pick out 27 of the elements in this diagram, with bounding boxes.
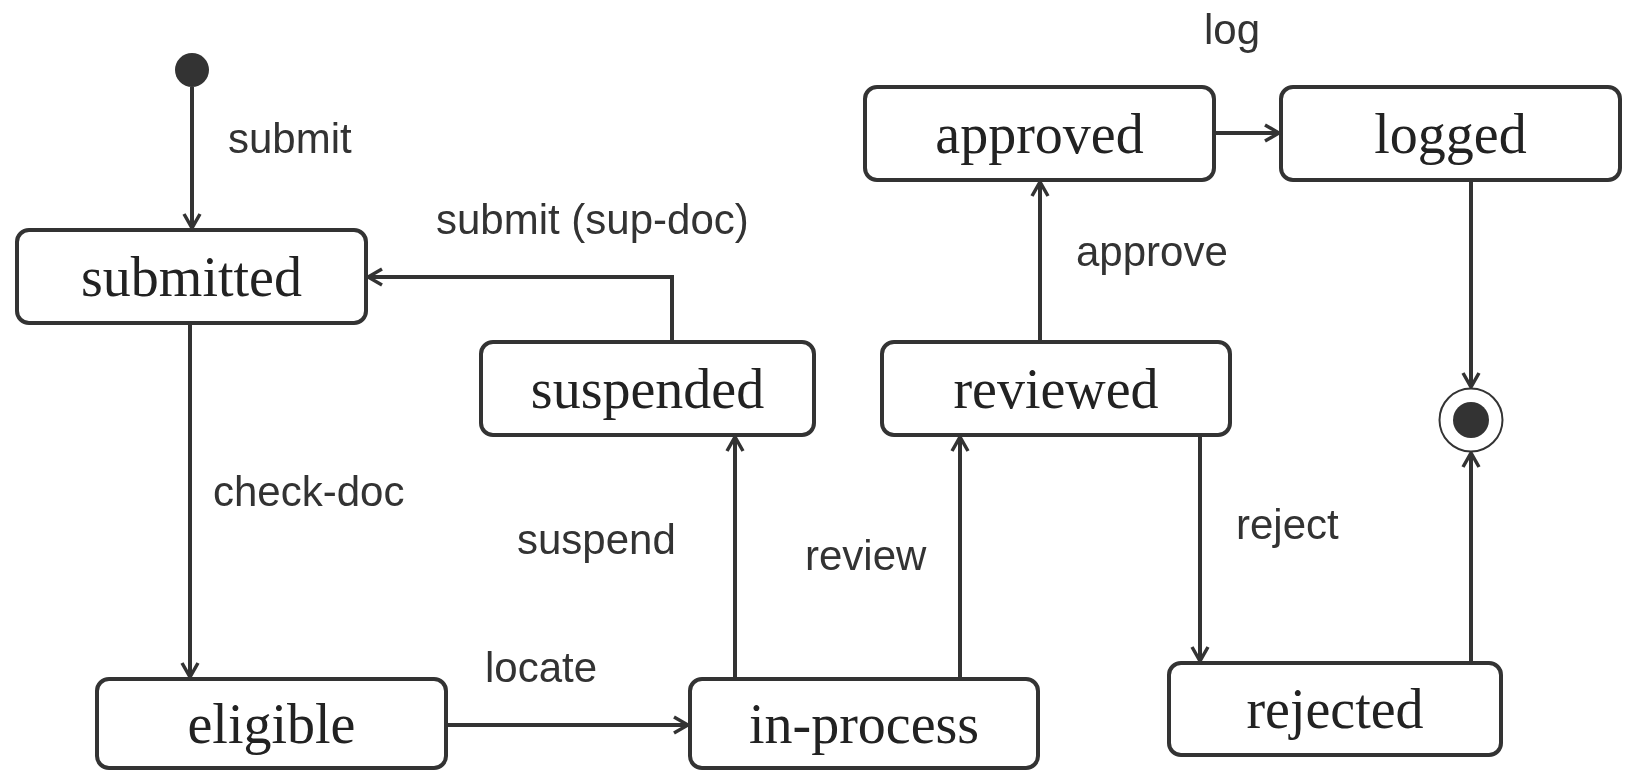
state-name: logged xyxy=(1374,101,1527,166)
state-name: suspended xyxy=(530,356,765,421)
state-box xyxy=(1167,661,1503,757)
state-box xyxy=(95,677,448,770)
state-box xyxy=(479,340,816,437)
state-name: eligible xyxy=(187,691,356,756)
transition-arrow xyxy=(1030,180,1050,340)
state-box xyxy=(880,340,1232,437)
transition-arrow xyxy=(448,715,690,735)
transition-arrow xyxy=(182,87,202,230)
state-box xyxy=(15,228,368,325)
state-box xyxy=(863,85,1216,182)
transition-arrow xyxy=(1461,451,1481,661)
transition-arrow xyxy=(725,435,745,677)
state-box xyxy=(1279,85,1622,182)
transition-arrow xyxy=(1190,437,1210,663)
state-name: submitted xyxy=(81,244,302,309)
transition-arrow xyxy=(1461,182,1481,389)
state-box xyxy=(688,677,1040,770)
state-name: approved xyxy=(935,101,1144,166)
transition-arrow xyxy=(1216,123,1281,143)
transition-arrow xyxy=(366,267,674,340)
state-name: in-process xyxy=(748,691,980,756)
state-name: rejected xyxy=(1246,677,1424,741)
state-name: reviewed xyxy=(953,356,1159,421)
transition-arrow xyxy=(950,435,970,677)
transition-arrow xyxy=(180,325,200,679)
